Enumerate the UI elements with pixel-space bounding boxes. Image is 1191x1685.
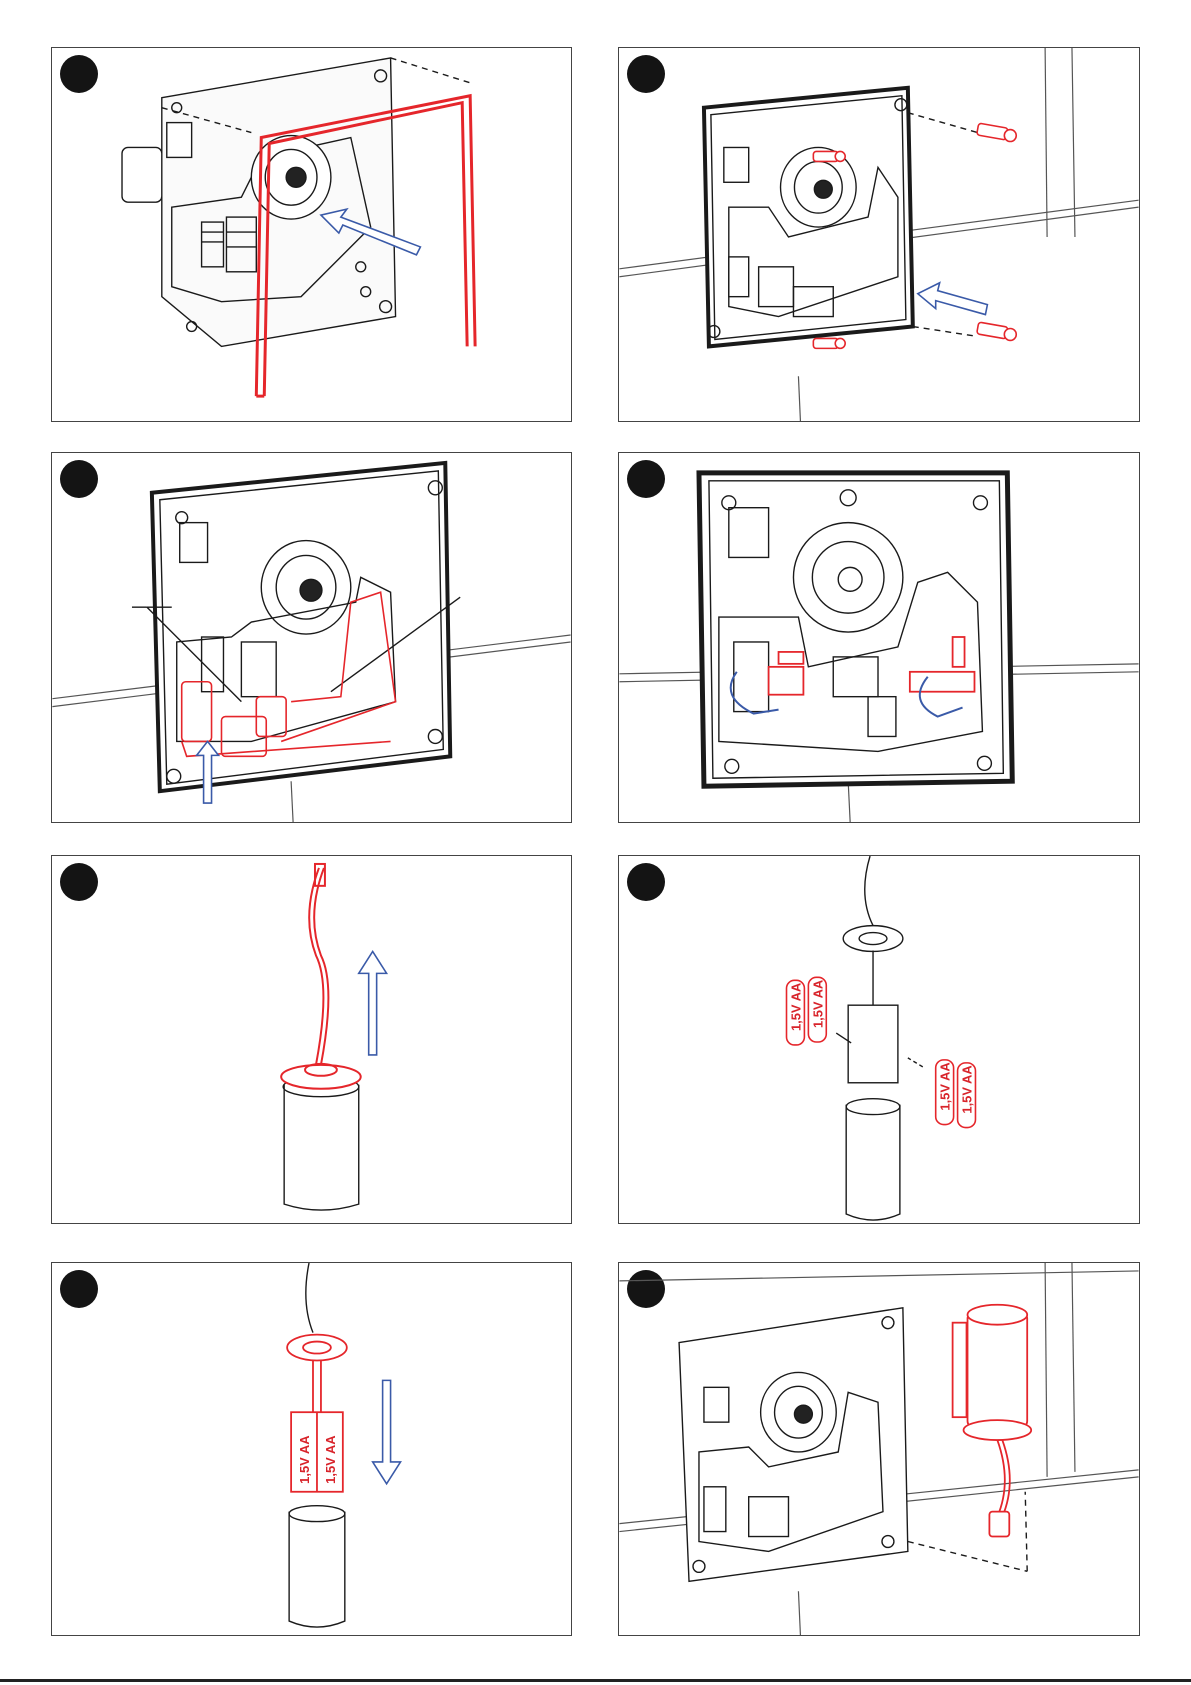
panel-step-8	[618, 1262, 1140, 1636]
illustration-insert-batteries: 1,5V AA 1,5V AA 1,5V AA 1,5V AA	[619, 856, 1139, 1223]
panel-step-2	[618, 47, 1140, 422]
battery-label: 1,5V AA	[323, 1435, 338, 1483]
illustration-connect-hoses	[52, 453, 571, 822]
panel-step-4	[618, 452, 1140, 823]
panel-step-6: 1,5V AA 1,5V AA 1,5V AA 1,5V AA	[618, 855, 1140, 1224]
illustration-mounting-frame	[52, 48, 571, 421]
battery-label: 1,5V AA	[788, 983, 803, 1031]
illustration-battery-pack-pull	[52, 856, 571, 1223]
illustration-reinsert-pack: 1,5V AA 1,5V AA	[52, 1263, 571, 1635]
panel-step-5	[51, 855, 572, 1224]
illustration-open-valves	[619, 453, 1139, 822]
battery-label: 1,5V AA	[938, 1062, 953, 1110]
panel-step-3	[51, 452, 572, 823]
bottom-border	[0, 1679, 1191, 1682]
panel-step-7: 1,5V AA 1,5V AA	[51, 1262, 572, 1636]
illustration-cover-screws	[619, 48, 1139, 421]
illustration-connect-battery	[619, 1263, 1139, 1635]
battery-label: 1,5V AA	[297, 1435, 312, 1483]
panel-step-1	[51, 47, 572, 422]
battery-label: 1,5V AA	[959, 1065, 974, 1113]
battery-label: 1,5V AA	[810, 980, 825, 1028]
